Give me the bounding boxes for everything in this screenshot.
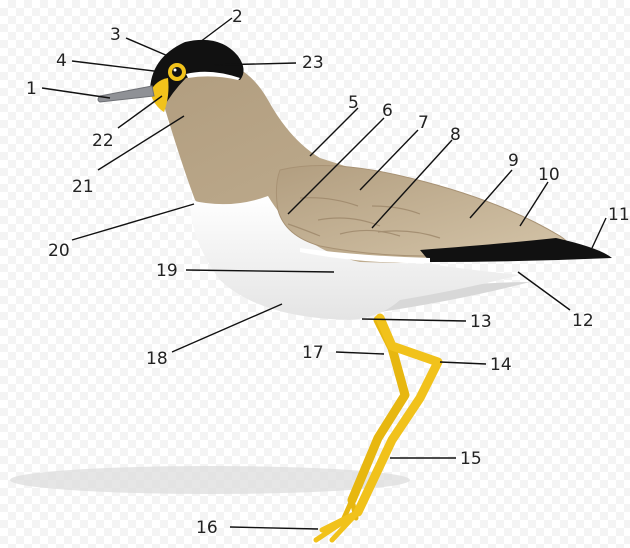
- label-4: 4: [56, 51, 67, 71]
- label-14: 14: [490, 355, 512, 375]
- label-21: 21: [72, 177, 94, 197]
- label-23: 23: [302, 53, 324, 73]
- label-20: 20: [48, 241, 70, 261]
- label-12: 12: [572, 311, 594, 331]
- label-8: 8: [450, 125, 461, 145]
- label-1: 1: [26, 79, 37, 99]
- label-7: 7: [418, 113, 429, 133]
- label-5: 5: [348, 93, 359, 113]
- label-15: 15: [460, 449, 482, 469]
- eye: [172, 67, 182, 77]
- label-17: 17: [302, 343, 324, 363]
- label-10: 10: [538, 165, 560, 185]
- beak: [98, 86, 154, 102]
- label-22: 22: [92, 131, 114, 151]
- label-16: 16: [196, 518, 218, 538]
- label-9: 9: [508, 151, 519, 171]
- label-6: 6: [382, 101, 393, 121]
- label-13: 13: [470, 312, 492, 332]
- ground-shadow: [10, 466, 410, 494]
- label-18: 18: [146, 349, 168, 369]
- label-19: 19: [156, 261, 178, 281]
- label-3: 3: [110, 25, 121, 45]
- near-leg: [316, 318, 438, 540]
- label-11: 11: [608, 205, 630, 225]
- label-2: 2: [232, 7, 243, 27]
